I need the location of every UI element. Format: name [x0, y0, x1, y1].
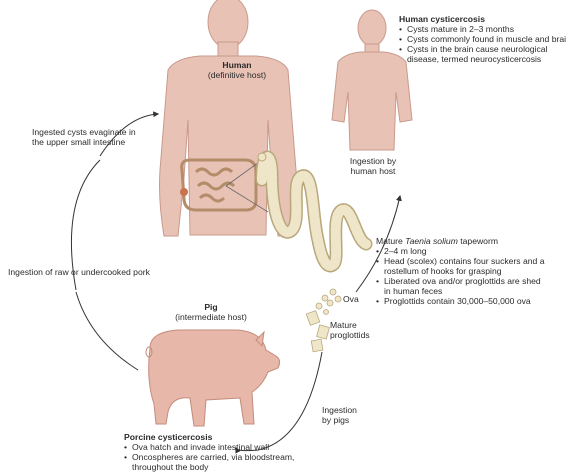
raw-pork-label: Ingestion of raw or undercooked pork: [8, 267, 150, 277]
evaginate-label: Ingested cysts evaginate in the upper sm…: [32, 127, 136, 147]
scolex-icon: [258, 153, 266, 161]
porcine-title: Porcine cysticercosis: [124, 432, 294, 442]
pig-label-block: Pig (intermediate host): [166, 302, 256, 322]
ingestion-pigs-line: Ingestion: [322, 405, 357, 415]
tapeworm-bullet: Proglottids contain 30,000–50,000 ova: [376, 296, 545, 306]
evaginate-line: Ingested cysts evaginate in: [32, 127, 136, 137]
ova-label: Ova: [343, 294, 359, 304]
pig-figure: [149, 330, 280, 426]
ingestion-human-label: Ingestion by human host: [340, 156, 406, 176]
human-cysticercosis-title: Human cysticercosis: [399, 14, 566, 24]
ingestion-human-line: human host: [340, 166, 406, 176]
tapeworm-species: Taenia solium: [405, 236, 458, 246]
tapeworm-bullet-text: Head (scolex) contains four suckers and …: [384, 256, 545, 266]
tapeworm-bullet-text: Liberated ova and/or proglottids are she…: [384, 276, 541, 286]
ingestion-human-line: Ingestion by: [340, 156, 406, 166]
tapeworm-title: Mature Taenia solium tapeworm: [376, 236, 545, 246]
cyst-marker-icon: [180, 188, 188, 196]
human-subtitle: (definitive host): [200, 70, 274, 80]
human-title: Human: [200, 60, 274, 70]
pig-subtitle: (intermediate host): [166, 312, 256, 322]
porcine-continuation: throughout the body: [124, 462, 294, 472]
human-cysticercosis-bullet: Cysts in the brain cause neurological: [399, 44, 566, 54]
proglottids-line: proglottids: [330, 330, 370, 340]
tapeworm-block: Mature Taenia solium tapeworm 2–4 m long…: [376, 236, 545, 306]
proglottids-icon: [306, 311, 329, 352]
ingestion-pigs-line: by pigs: [322, 415, 357, 425]
human-label-block: Human (definitive host): [200, 60, 274, 80]
tapeworm-bullet: Head (scolex) contains four suckers and …: [376, 256, 545, 276]
tapeworm-bullet: Liberated ova and/or proglottids are she…: [376, 276, 545, 296]
ova-icon: [316, 289, 341, 315]
tapeworm-bullet: 2–4 m long: [376, 246, 545, 256]
tapeworm-bullet-text: in human feces: [384, 286, 442, 296]
tapeworm-title-prefix: Mature: [376, 236, 405, 246]
tapeworm-bullet-text: rostellum of hooks for grasping: [384, 266, 502, 276]
pig-title: Pig: [166, 302, 256, 312]
porcine-bullet: Oncospheres are carried, via bloodstream…: [124, 452, 294, 462]
ingestion-pigs-label: Ingestion by pigs: [322, 405, 357, 425]
tapeworm-bullet-text: Proglottids contain 30,000–50,000 ova: [384, 296, 531, 306]
human-cysticercosis-block: Human cysticercosis Cysts mature in 2–3 …: [399, 14, 566, 64]
proglottids-label: Mature proglottids: [330, 320, 370, 340]
tapeworm-bullet-text: 2–4 m long: [384, 246, 427, 256]
porcine-block: Porcine cysticercosis Ova hatch and inva…: [124, 432, 294, 472]
porcine-bullet: Ova hatch and invade intestinal wall: [124, 442, 294, 452]
tapeworm-title-suffix: tapeworm: [458, 236, 498, 246]
human-cysticercosis-bullet: Cysts mature in 2–3 months: [399, 24, 566, 34]
evaginate-line: the upper small intestine: [32, 137, 136, 147]
human-cysticercosis-bullet: Cysts commonly found in muscle and brai: [399, 34, 566, 44]
human-cysticercosis-continuation: disease, termed neurocysticercosis: [399, 54, 566, 64]
proglottids-line: Mature: [330, 320, 370, 330]
